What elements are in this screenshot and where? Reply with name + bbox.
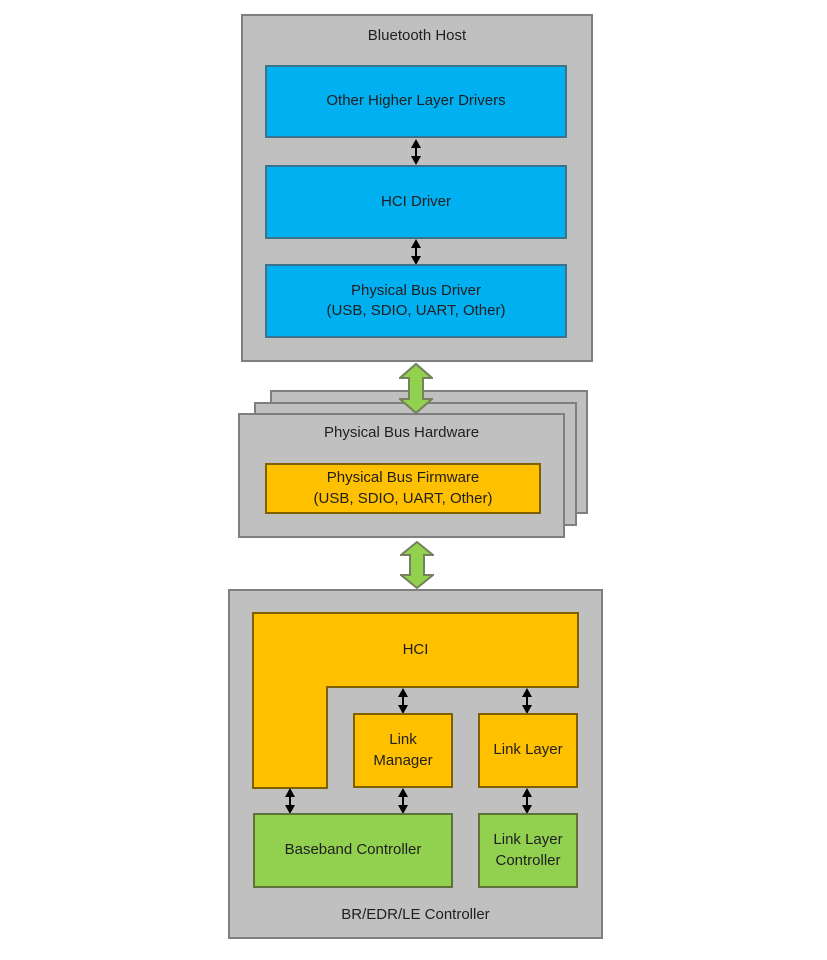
baseband-controller-box: Baseband Controller [253, 813, 453, 888]
hci-to-baseband-arrow-icon [284, 788, 296, 814]
physical-bus-firmware-label: Physical Bus Firmware [326, 469, 480, 487]
hci-box [252, 612, 579, 789]
hci-driver-label: HCI Driver [381, 192, 451, 210]
hci-to-link-manager-arrow-icon [397, 688, 409, 714]
link-layer-label: Link Layer [493, 741, 563, 759]
host-arrow-2-icon [410, 239, 422, 265]
physical-bus-firmware-sublabel: (USB, SDIO, UART, Other) [313, 489, 493, 507]
host-to-bus-double-arrow-overlay-icon [399, 363, 433, 414]
bus-to-controller-double-arrow-icon [400, 541, 434, 589]
physical-bus-hardware-title: Physical Bus Hardware [323, 424, 480, 441]
other-higher-layer-drivers-label: Other Higher Layer Drivers [326, 92, 506, 110]
link-manager-box: Link Manager [353, 713, 453, 788]
link-layer-controller-label: Link Layer Controller [493, 831, 563, 869]
physical-bus-firmware-box: Physical Bus Firmware (USB, SDIO, UART, … [265, 463, 541, 514]
link-layer-to-link-layer-controller-arrow-icon [521, 788, 533, 814]
hci-label: HCI [402, 641, 429, 659]
bluetooth-host-title: Bluetooth Host [367, 27, 467, 44]
host-arrow-1-icon [410, 139, 422, 165]
hci-to-link-layer-arrow-icon [521, 688, 533, 714]
hci-driver-box: HCI Driver [265, 165, 567, 239]
link-layer-controller-box: Link Layer Controller [478, 813, 578, 888]
link-manager-to-baseband-arrow-icon [397, 788, 409, 814]
link-layer-box: Link Layer [478, 713, 578, 788]
link-manager-label: Link Manager [373, 731, 433, 769]
other-higher-layer-drivers-box: Other Higher Layer Drivers [265, 65, 567, 138]
physical-bus-driver-sublabel: (USB, SDIO, UART, Other) [326, 302, 506, 319]
physical-bus-driver-label: Physical Bus Driver [350, 281, 482, 299]
physical-bus-driver-box: Physical Bus Driver (USB, SDIO, UART, Ot… [265, 264, 567, 338]
baseband-controller-label: Baseband Controller [284, 841, 422, 859]
br-edr-le-controller-title: BR/EDR/LE Controller [341, 906, 490, 923]
